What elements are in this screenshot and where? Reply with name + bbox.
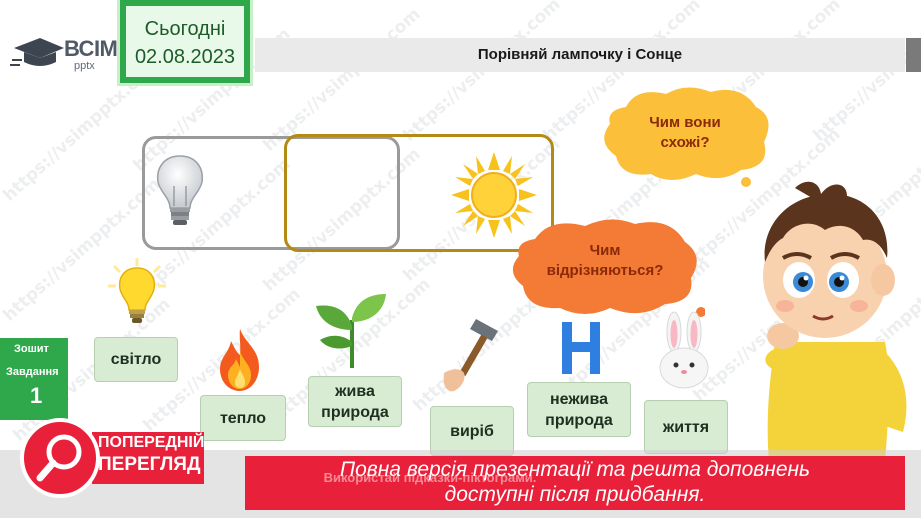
watermark-text: https://vsimpptx.com bbox=[259, 4, 425, 156]
similar-question: Чим вони схожі? bbox=[649, 114, 721, 151]
preview-banner bbox=[245, 456, 905, 510]
thinking-boy-illustration bbox=[763, 181, 907, 462]
sun-icon bbox=[451, 152, 537, 238]
card-heat[interactable]: тепло bbox=[200, 395, 286, 441]
glowing-bulb-icon bbox=[108, 258, 166, 323]
letter-h-icon bbox=[562, 322, 600, 374]
card-nonliving-nature[interactable]: нежива природа bbox=[527, 382, 631, 437]
hammer-icon bbox=[443, 319, 498, 392]
different-question: Чим відрізняються? bbox=[546, 242, 664, 279]
preview-message-line2: доступні після придбання. bbox=[444, 483, 706, 506]
card-light[interactable]: світло bbox=[94, 337, 178, 382]
preview-badge-line2: ПЕРЕГЛЯД bbox=[98, 454, 201, 475]
title-bar-cap bbox=[906, 38, 921, 72]
date-badge: Сьогодні 02.08.2023 bbox=[117, 0, 253, 86]
today-label: Сьогодні bbox=[144, 18, 226, 40]
preview-badge-circle bbox=[20, 418, 100, 498]
date-badge-inner: Сьогодні 02.08.2023 bbox=[126, 6, 244, 77]
logo-subtext: pptx bbox=[74, 60, 95, 72]
light-bulb-icon bbox=[156, 155, 204, 225]
logo-text: ВСІМ bbox=[64, 36, 118, 61]
sprout-icon bbox=[316, 294, 386, 368]
search-icon bbox=[36, 434, 82, 482]
fire-icon bbox=[220, 329, 259, 391]
card-life[interactable]: життя bbox=[644, 400, 728, 454]
hint-text: Використай підказки-піктограми. bbox=[323, 470, 537, 485]
page-title: Порівняй лампочку і Сонце bbox=[477, 46, 683, 63]
date-value: 02.08.2023 bbox=[134, 46, 236, 68]
preview-badge bbox=[92, 432, 204, 484]
rabbit-icon bbox=[659, 311, 709, 389]
preview-message-line1: Повна версія презентації та решта доповн… bbox=[339, 458, 811, 481]
watermark-text: https://vsimpptx.com bbox=[809, 0, 921, 146]
card-living-nature[interactable]: жива природа bbox=[308, 376, 402, 427]
workbook-tab[interactable]: Зошит Завдання 1 bbox=[0, 338, 68, 420]
different-bubble-shape bbox=[512, 219, 705, 317]
card-product[interactable]: виріб bbox=[430, 406, 514, 456]
watermark-text: https://vsimpptx.com bbox=[399, 0, 565, 146]
bulb-compare-frame bbox=[142, 136, 400, 250]
task-number: 1 bbox=[30, 383, 43, 408]
task-label: Завдання bbox=[6, 366, 59, 378]
title-bar: Порівняй лампочку і Сонце bbox=[255, 38, 905, 72]
workbook-label: Зошит bbox=[14, 343, 49, 355]
vsim-logo: ВСІМ pptx bbox=[10, 34, 120, 74]
similar-bubble-shape bbox=[604, 87, 769, 187]
graduation-cap-icon bbox=[10, 38, 64, 66]
preview-badge-line1: ПОПЕРЕДНІЙ bbox=[98, 434, 205, 451]
sun-compare-frame bbox=[284, 134, 554, 252]
